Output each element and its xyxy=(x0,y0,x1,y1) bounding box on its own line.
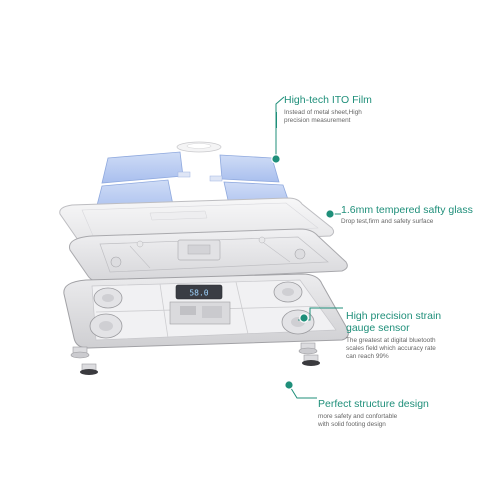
foot-left-back xyxy=(80,363,98,375)
callout-structure: Perfect structure design more safety and… xyxy=(318,398,468,429)
callout-ito-film-desc: Instead of metal sheet,High precision me… xyxy=(284,109,362,124)
strain-gauge-sensor-right-bottom xyxy=(281,309,315,335)
foot-right-back xyxy=(302,354,320,366)
callout-tempered-glass-desc: Drop test,firm and safety surface xyxy=(341,218,434,225)
strain-gauge-sensor-right-top xyxy=(273,281,303,303)
foot-left-front xyxy=(70,346,90,359)
callout-ito-film-title: High-tech ITO Film xyxy=(284,94,372,106)
scale-base-layer: 58.0 xyxy=(63,273,349,375)
callout-ito-film-bar xyxy=(276,112,277,128)
callout-tempered-glass-title: 1.6mm tempered safty glass xyxy=(341,204,473,216)
leader-line-film xyxy=(275,96,285,159)
callout-strain-gauge-desc: The greatest at digital bluetooth scales… xyxy=(346,337,436,360)
lcd-readout: 58.0 xyxy=(189,289,208,298)
strain-gauge-sensor-left-top xyxy=(93,287,123,309)
callout-strain-gauge-title: High precision strain gauge sensor xyxy=(346,310,442,334)
foot-right-front xyxy=(298,342,318,355)
leader-dot-film xyxy=(271,154,281,164)
top-disc xyxy=(176,141,222,153)
strain-gauge-sensor-left-bottom xyxy=(89,313,123,339)
leader-dot-glass xyxy=(325,209,335,219)
frame-structure-layer xyxy=(68,228,348,283)
leader-dot-structure xyxy=(284,380,294,390)
callout-structure-desc: more safety and confortable with solid f… xyxy=(318,413,398,428)
ito-film-sheet-right-top xyxy=(219,154,280,183)
leader-dot-sensor xyxy=(299,313,309,323)
ito-film-sheet-left-top xyxy=(101,151,184,184)
callout-structure-title: Perfect structure design xyxy=(318,398,429,410)
callout-ito-film: High-tech ITO Film Instead of metal shee… xyxy=(276,94,399,128)
callout-tempered-glass: 1.6mm tempered safty glass Drop test,fir… xyxy=(341,204,491,226)
callout-strain-gauge: High precision strain gauge sensor The g… xyxy=(346,310,486,361)
leader-line-structure xyxy=(288,384,317,399)
leader-dots xyxy=(271,154,335,390)
lcd-display xyxy=(175,284,223,300)
